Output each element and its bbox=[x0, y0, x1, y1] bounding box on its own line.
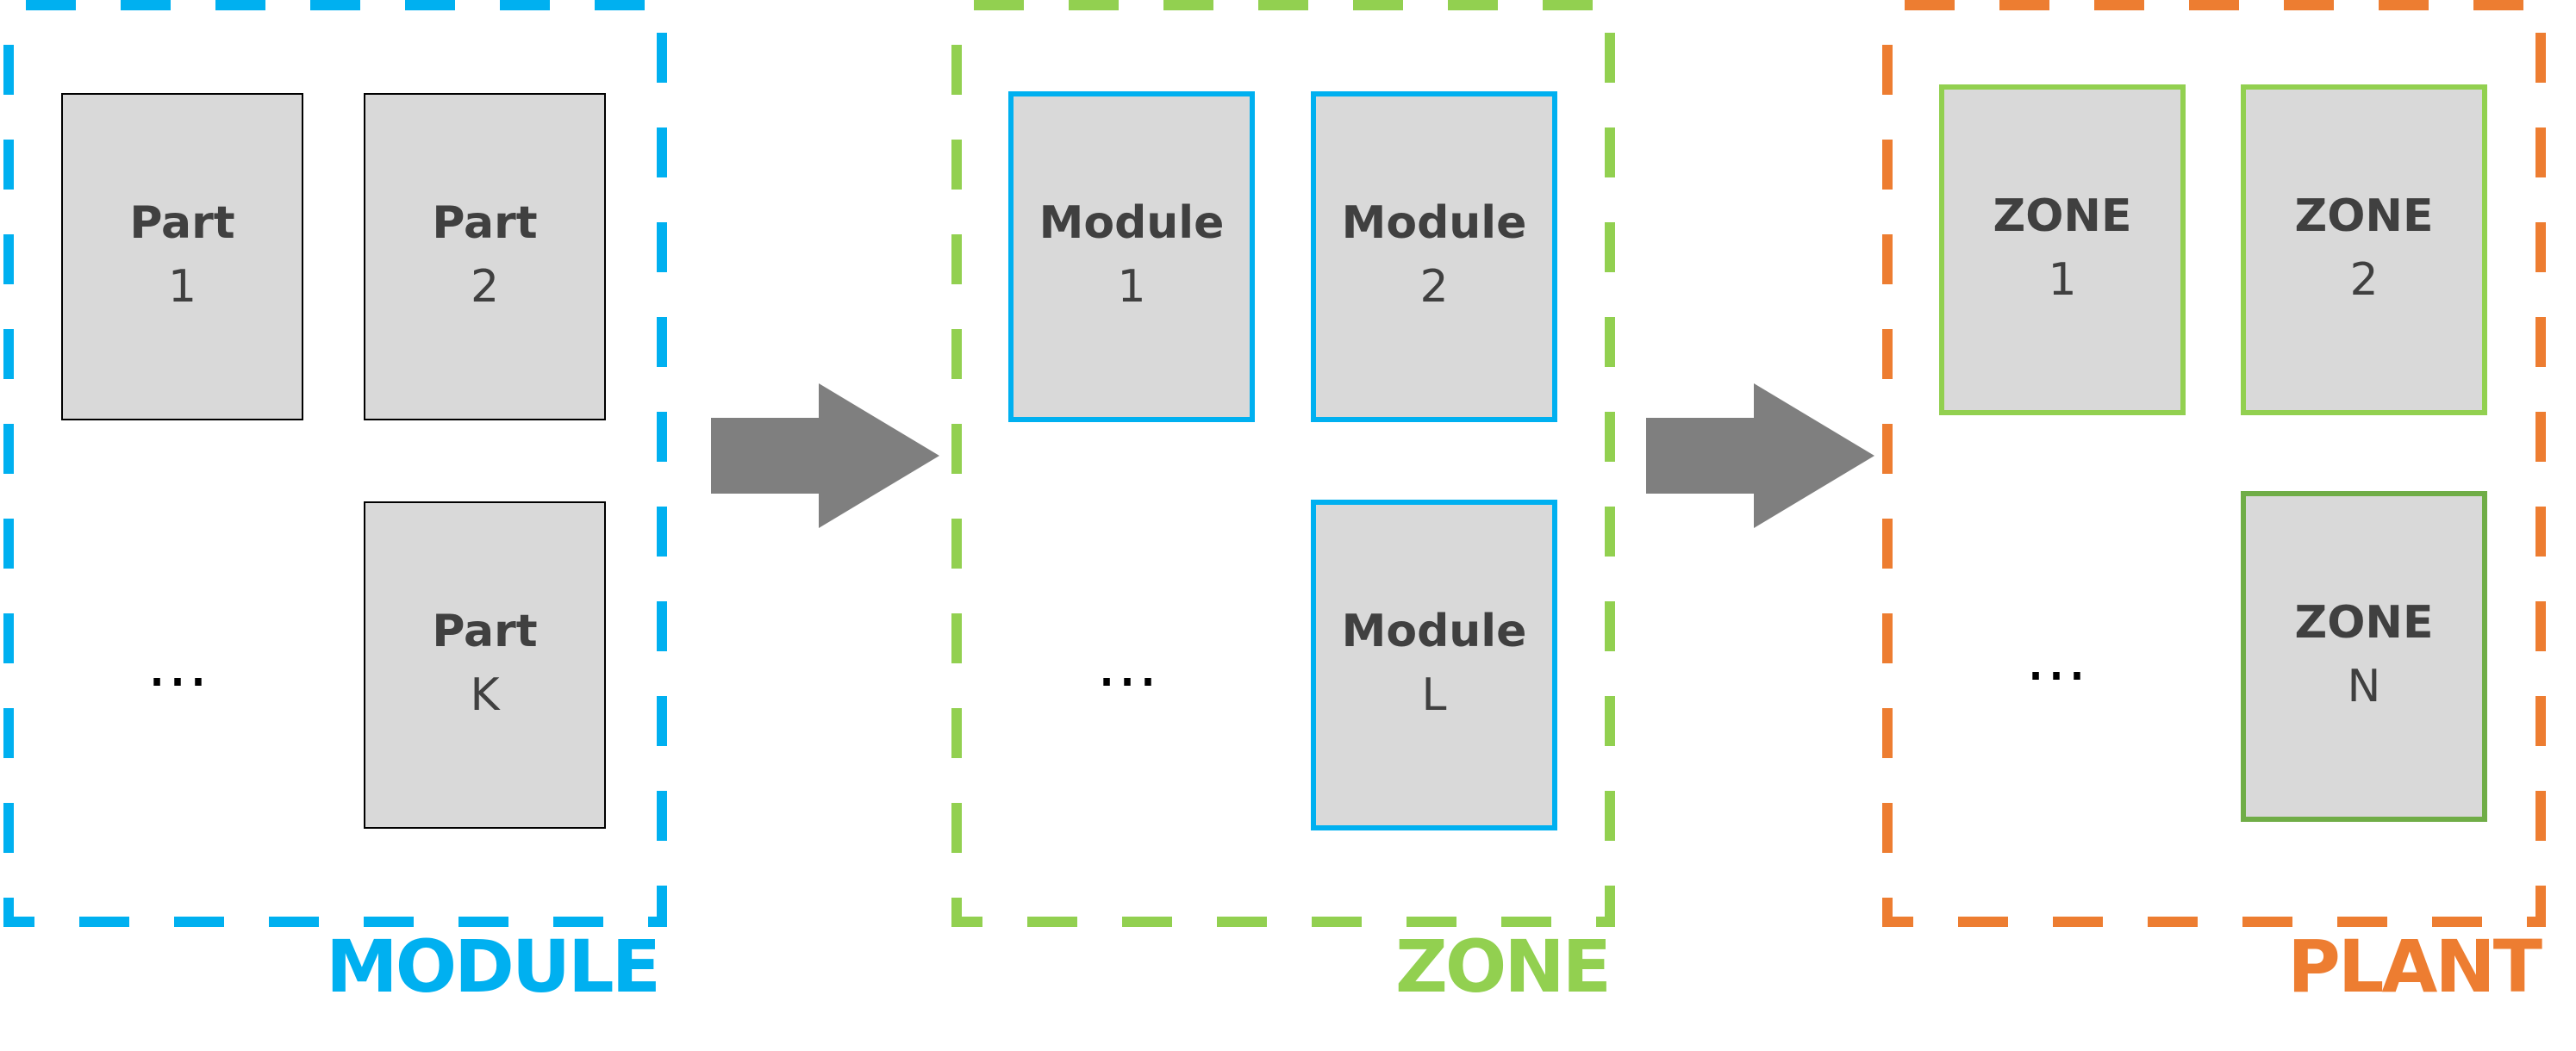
zone-dashed-frame bbox=[951, 0, 1615, 927]
plant-ellipsis: … bbox=[2025, 622, 2093, 694]
part-1-index: 1 bbox=[167, 261, 197, 314]
module-2-index: 2 bbox=[1419, 261, 1449, 314]
part-1-title: Part bbox=[129, 197, 235, 250]
zone-2-title: ZONE bbox=[2294, 190, 2434, 243]
module-1-index: 1 bbox=[1117, 261, 1146, 314]
module-1-title: Module bbox=[1039, 197, 1225, 250]
part-2-index: 2 bbox=[470, 261, 500, 314]
part-1-box: Part 1 bbox=[61, 93, 303, 420]
zone-1-title: ZONE bbox=[1993, 190, 2132, 243]
plant-dashed-frame bbox=[1882, 0, 2546, 927]
module-dashed-frame bbox=[3, 0, 667, 927]
module-ellipsis: … bbox=[147, 628, 214, 700]
zone-2-index: 2 bbox=[2349, 254, 2379, 307]
module-2-title: Module bbox=[1341, 197, 1527, 250]
zone-n-title: ZONE bbox=[2294, 597, 2434, 650]
module-group bbox=[0, 0, 672, 930]
plant-group bbox=[1879, 0, 2551, 930]
zone-n-index: N bbox=[2347, 661, 2381, 713]
zone-2-box: ZONE 2 bbox=[2241, 84, 2487, 415]
zone-ellipsis: … bbox=[1096, 628, 1163, 700]
zone-1-index: 1 bbox=[2048, 254, 2077, 307]
right-arrow-icon bbox=[1646, 383, 1874, 528]
part-2-title: Part bbox=[432, 197, 538, 250]
zone-n-box: ZONE N bbox=[2241, 491, 2487, 822]
part-k-title: Part bbox=[432, 606, 538, 658]
module-1-box: Module 1 bbox=[1008, 91, 1255, 422]
part-k-box: Part K bbox=[364, 501, 606, 829]
zone-1-box: ZONE 1 bbox=[1939, 84, 2186, 415]
module-label: MODULE bbox=[326, 924, 661, 1009]
part-k-index: K bbox=[470, 669, 500, 722]
part-2-box: Part 2 bbox=[364, 93, 606, 420]
module-l-title: Module bbox=[1341, 606, 1527, 658]
zone-label: ZONE bbox=[1395, 924, 1612, 1009]
module-2-box: Module 2 bbox=[1311, 91, 1557, 422]
plant-label: PLANT bbox=[2287, 924, 2542, 1009]
module-l-index: L bbox=[1421, 669, 1447, 722]
right-arrow-icon bbox=[711, 383, 939, 528]
module-l-box: Module L bbox=[1311, 500, 1557, 830]
zone-group bbox=[948, 0, 1620, 930]
